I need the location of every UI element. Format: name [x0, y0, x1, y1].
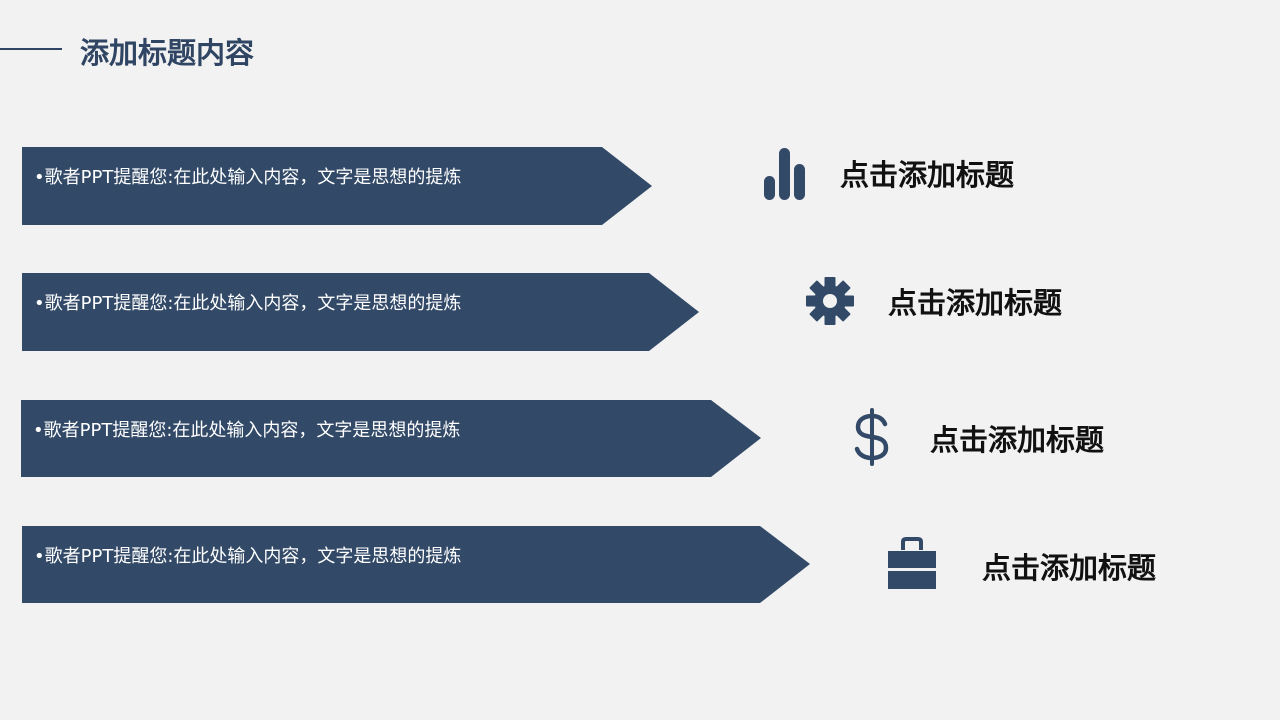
arrow-text-3: •歌者PPT提醒您:在此处输入内容，文字是思想的提炼	[33, 420, 461, 441]
arrow-text-4: •歌者PPT提醒您:在此处输入内容，文字是思想的提炼	[34, 546, 462, 567]
page-title: 添加标题内容	[80, 36, 255, 70]
arrow-text-2: •歌者PPT提醒您:在此处输入内容，文字是思想的提炼	[34, 293, 462, 314]
item-title-2: 点击添加标题	[888, 286, 1063, 320]
bar-chart-icon	[763, 146, 807, 206]
arrow-banner-3: •歌者PPT提醒您:在此处输入内容，文字是思想的提炼	[21, 400, 761, 477]
arrow-text-1: •歌者PPT提醒您:在此处输入内容，文字是思想的提炼	[34, 167, 462, 188]
item-title-3: 点击添加标题	[930, 423, 1105, 457]
item-title-1: 点击添加标题	[840, 158, 1015, 192]
item-title-4: 点击添加标题	[982, 551, 1157, 585]
arrow-banner-2: •歌者PPT提醒您:在此处输入内容，文字是思想的提炼	[22, 273, 699, 351]
dollar-icon	[852, 408, 892, 470]
briefcase-icon	[887, 537, 937, 595]
gear-icon	[805, 276, 855, 330]
arrow-banner-4: •歌者PPT提醒您:在此处输入内容，文字是思想的提炼	[22, 526, 810, 603]
header-line	[0, 48, 62, 50]
arrow-banner-1: •歌者PPT提醒您:在此处输入内容，文字是思想的提炼	[22, 147, 652, 225]
